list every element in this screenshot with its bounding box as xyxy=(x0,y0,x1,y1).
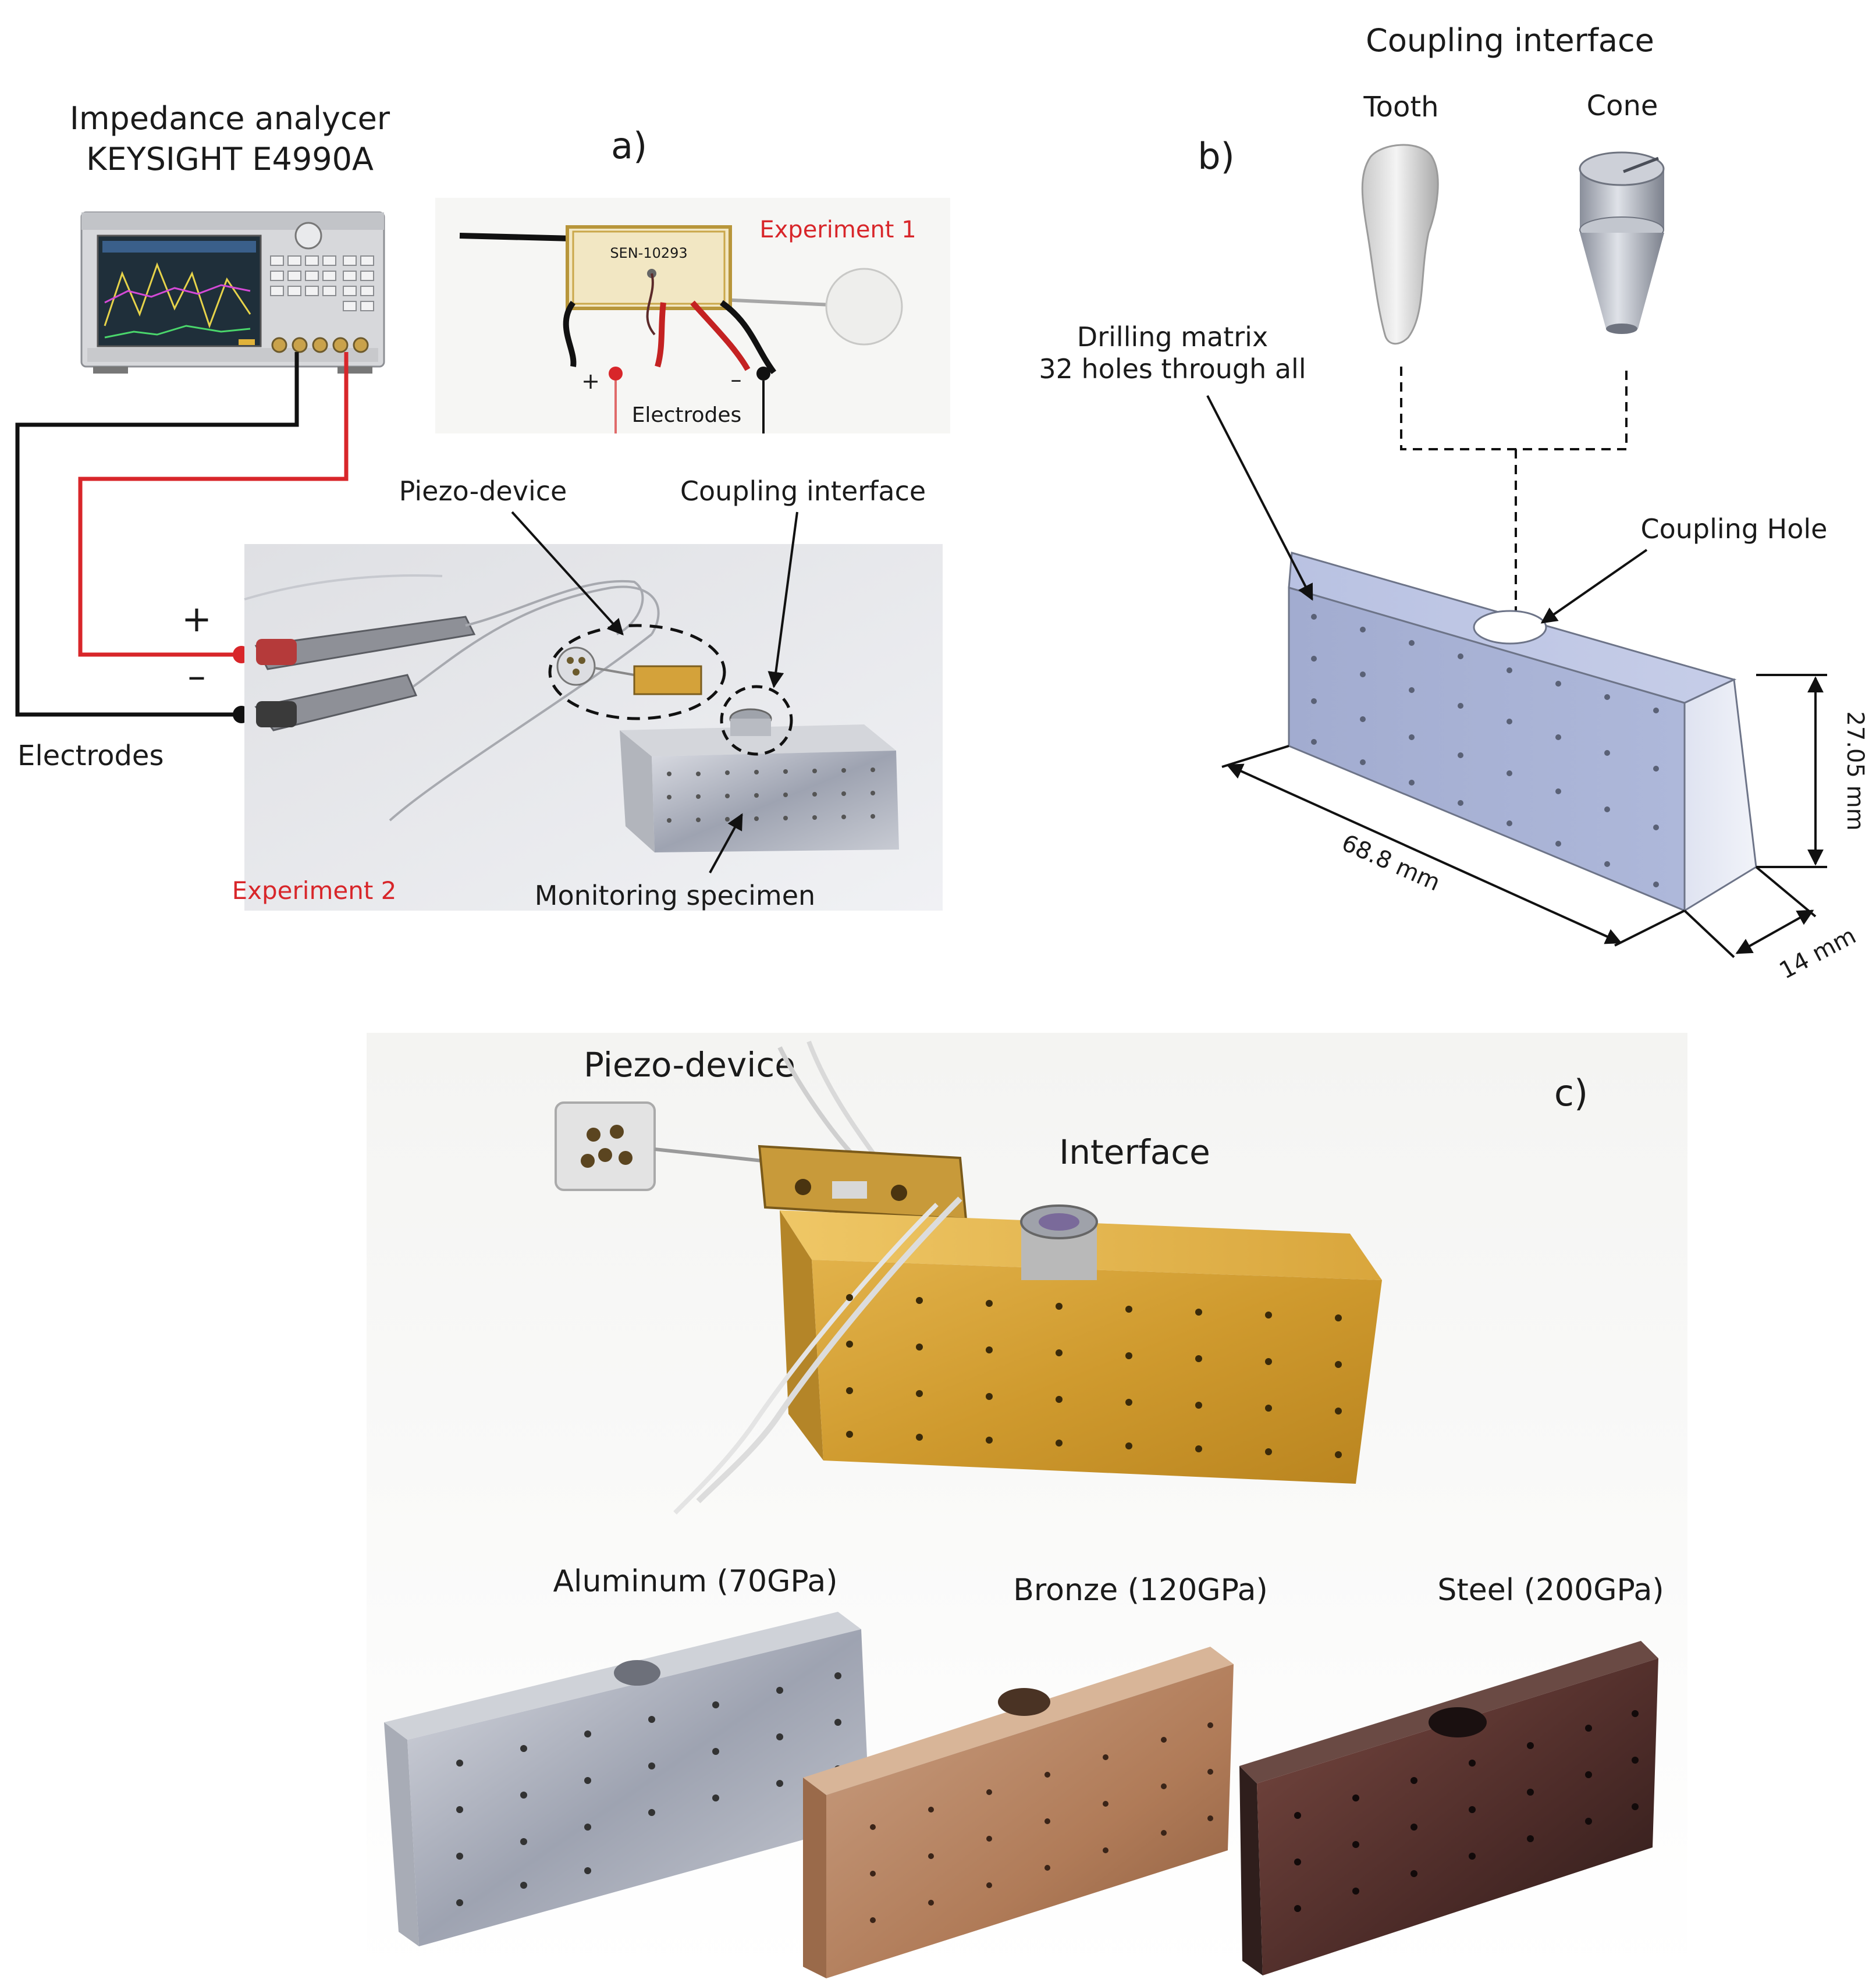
bronze-label: Bronze (120GPa) xyxy=(1013,1573,1268,1608)
sensor-label: SEN-10293 xyxy=(610,245,687,261)
inset-electrodes-label: Electrodes xyxy=(632,403,742,427)
coupling-interface-arrow xyxy=(768,511,798,688)
black-lead-wire xyxy=(15,352,299,717)
experiment-1-photo: SEN-10293 Experiment 1 + – Electrodes xyxy=(435,198,950,433)
steel-specimen xyxy=(1239,1641,1658,1975)
coupling-hole xyxy=(1473,610,1547,645)
drilling-matrix-line1: Drilling matrix xyxy=(1077,321,1268,353)
monitoring-specimen-label: Monitoring specimen xyxy=(535,880,815,911)
panel-b-label: b) xyxy=(1198,135,1235,177)
brass-specimen xyxy=(555,1040,1382,1515)
experiment-2-photo: Experiment 2 xyxy=(232,544,943,911)
analyzer-title: Impedance analycer xyxy=(70,100,390,137)
monitoring-specimen-arrow xyxy=(709,813,743,873)
aluminum-label: Aluminum (70GPa) xyxy=(553,1564,837,1599)
impedance-analyzer-image xyxy=(80,211,385,374)
inset-minus-dot xyxy=(756,367,770,381)
plus-terminal: + xyxy=(182,598,212,640)
cone-label: Cone xyxy=(1587,90,1658,122)
coupling-hole-arrow xyxy=(1540,549,1648,624)
panel-c-piezo-device-label: Piezo-device xyxy=(584,1045,795,1085)
bronze-specimen xyxy=(803,1647,1234,1978)
inset-minus-sign: – xyxy=(731,367,742,392)
electrodes-label: Electrodes xyxy=(17,740,164,772)
piezo-device-label: Piezo-device xyxy=(399,475,567,507)
coupling-interface-highlight xyxy=(720,685,793,756)
coupling-interface-label: Coupling interface xyxy=(680,475,926,507)
inset-plus-dot xyxy=(609,367,623,381)
piezo-device-arrow xyxy=(511,511,624,636)
analyzer-model: KEYSIGHT E4990A xyxy=(86,141,374,177)
minus-terminal: – xyxy=(188,655,206,697)
cone-model xyxy=(1579,151,1665,334)
dim-depth-label: 14 mm xyxy=(1775,922,1861,985)
panel-c: c) Piezo-device Interface xyxy=(367,1033,1687,1978)
drilling-matrix-arrow xyxy=(1206,395,1313,601)
panel-b: b) Coupling interface Tooth Cone xyxy=(1039,22,1868,985)
tooth-label: Tooth xyxy=(1363,91,1438,123)
panel-c-label: c) xyxy=(1554,1072,1588,1114)
panel-a: a) Impedance analycer KEYSIGHT E4990A xyxy=(15,100,950,911)
coupling-interface-title: Coupling interface xyxy=(1366,22,1654,59)
tooth-model xyxy=(1361,144,1439,345)
interface-connector-lines xyxy=(1400,367,1628,614)
dim-height-label: 27.05 mm xyxy=(1842,711,1868,830)
interface-label: Interface xyxy=(1059,1132,1210,1172)
steel-label: Steel (200GPa) xyxy=(1437,1573,1664,1608)
red-lead-wire xyxy=(78,352,349,657)
experiment-2-label: Experiment 2 xyxy=(232,876,397,905)
drilling-matrix-line2: 32 holes through all xyxy=(1039,353,1306,385)
inset-plus-sign: + xyxy=(581,368,600,394)
experiment-1-label: Experiment 1 xyxy=(759,216,916,243)
piezo-device-highlight xyxy=(548,624,726,720)
coupling-hole-label: Coupling Hole xyxy=(1641,513,1828,545)
dimension-lines xyxy=(1221,674,1827,958)
panel-a-label: a) xyxy=(611,125,647,167)
